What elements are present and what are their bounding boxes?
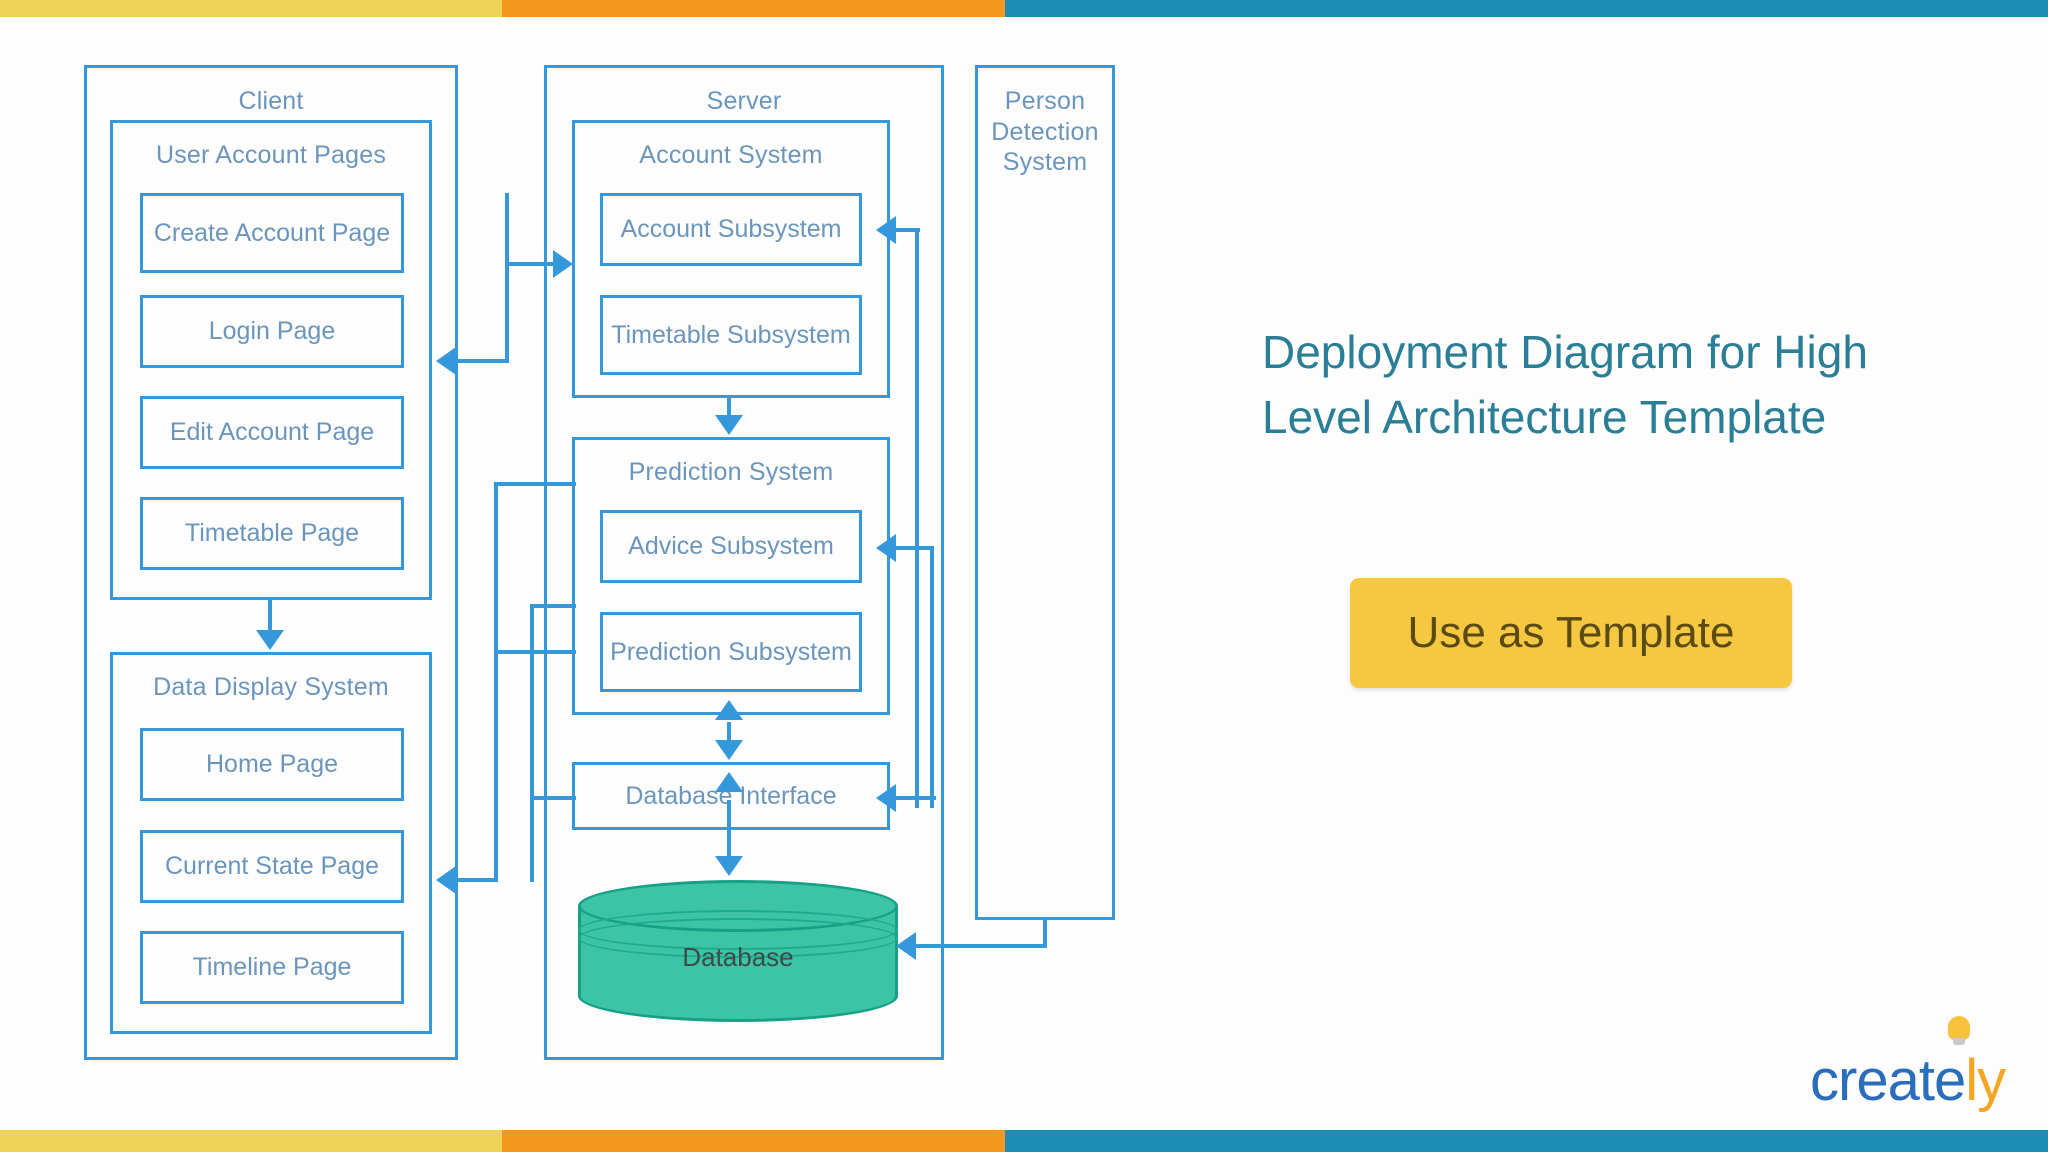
top-color-bar: [0, 0, 2048, 17]
connector-accountpages-to-datadisplay-arrowhead: [256, 630, 284, 650]
prediction-subsystem-label: Prediction Subsystem: [610, 637, 852, 666]
server-node-title: Server: [706, 87, 782, 115]
bottom-bar-segment-yellow: [0, 1130, 502, 1152]
connector-server-to-datadisplay-arrowhead: [436, 866, 456, 894]
home-page-label: Home Page: [205, 750, 339, 779]
connector-server-to-datadisplay-hline-dbi: [494, 650, 576, 654]
database-node[interactable]: Database: [578, 880, 898, 1022]
timetable-subsystem-label: Timetable Subsystem: [611, 320, 851, 349]
prediction-subsystem-item[interactable]: Prediction Subsystem: [600, 612, 862, 692]
connector-pds-to-database-arrowhead: [896, 932, 916, 960]
timetable-subsystem-item[interactable]: Timetable Subsystem: [600, 295, 862, 375]
timetable-page-item[interactable]: Timetable Page: [140, 497, 404, 570]
advice-subsystem-item[interactable]: Advice Subsystem: [600, 510, 862, 583]
connector-prediction-dbinterface-line: [727, 722, 731, 744]
connector-accountsystem-to-client-arrowhead: [436, 347, 456, 375]
use-as-template-button[interactable]: Use as Template: [1350, 578, 1792, 688]
connector-pds-to-advice-hline: [896, 546, 934, 550]
account-system-title: Account System: [639, 141, 823, 169]
account-subsystem-label: Account Subsystem: [620, 215, 842, 244]
connector-pds-to-advice-vline: [930, 546, 934, 808]
connector-dbinterface-database-arrowhead-up: [715, 772, 743, 792]
connector-pds-to-account-vline: [915, 228, 919, 808]
top-bar-segment-blue: [1005, 0, 2048, 17]
login-page-item[interactable]: Login Page: [140, 295, 404, 368]
account-subsystem-item[interactable]: Account Subsystem: [600, 193, 862, 266]
connector-pds-to-account-hline: [896, 228, 920, 232]
prediction-system-title: Prediction System: [628, 458, 834, 486]
create-account-page-label: Create Account Page: [153, 218, 391, 247]
database-label: Database: [682, 942, 794, 972]
connector-dbinterface-database-arrowhead-down: [715, 856, 743, 876]
connector-pds-to-account-arrowhead: [876, 216, 896, 244]
create-account-page-item[interactable]: Create Account Page: [140, 193, 404, 273]
creately-logo[interactable]: creat e ly: [1810, 1016, 2006, 1113]
connector-accountpages-to-datadisplay-line: [268, 600, 272, 633]
person-detection-system-node[interactable]: Person Detection System: [975, 65, 1115, 920]
connector-server-to-datadisplay-hline-out: [456, 878, 498, 882]
top-bar-segment-yellow: [0, 0, 502, 17]
logo-text-ly: ly: [1965, 1048, 2006, 1113]
connector-client-to-accountsystem-hline: [505, 262, 557, 266]
edit-account-page-item[interactable]: Edit Account Page: [140, 396, 404, 469]
connector-pds-to-advice-arrowhead: [876, 534, 896, 562]
connector-accountsystem-to-predictionsystem-line: [727, 398, 731, 420]
connector-dbinterface-feedback-vline: [530, 604, 534, 882]
connector-pds-to-dbinterface-hline: [896, 796, 936, 800]
timeline-page-label: Timeline Page: [192, 953, 352, 982]
connector-pds-to-dbinterface-arrowhead: [876, 784, 896, 812]
edit-account-page-label: Edit Account Page: [169, 418, 375, 447]
logo-text-e: e: [1933, 1048, 1966, 1113]
connector-dbinterface-database-line: [727, 800, 731, 868]
connector-server-to-datadisplay-hline-advice: [494, 482, 576, 486]
connector-accountsystem-to-predictionsystem-arrowhead: [715, 415, 743, 435]
bottom-color-bar: [0, 1130, 2048, 1152]
connector-accountsystem-to-client-hline: [456, 359, 508, 363]
top-bar-segment-orange: [502, 0, 1005, 17]
connector-pds-to-database-hline: [916, 944, 1047, 948]
connector-server-to-datadisplay-vline-outer: [494, 482, 498, 882]
connector-dbinterface-feedback-hline-top: [530, 604, 576, 608]
bottom-bar-segment-blue: [1005, 1130, 2048, 1152]
login-page-label: Login Page: [208, 317, 336, 346]
bottom-bar-segment-orange: [502, 1130, 1005, 1152]
logo-text-create: creat: [1810, 1048, 1935, 1113]
timeline-page-item[interactable]: Timeline Page: [140, 931, 404, 1004]
lightbulb-icon: [1948, 1016, 1970, 1046]
user-account-pages-title: User Account Pages: [155, 141, 387, 169]
timetable-page-label: Timetable Page: [184, 519, 360, 548]
use-as-template-label: Use as Template: [1407, 608, 1735, 657]
client-node-title: Client: [238, 87, 304, 115]
advice-subsystem-label: Advice Subsystem: [628, 532, 834, 561]
connector-prediction-dbinterface-arrowhead-up: [715, 700, 743, 720]
home-page-item[interactable]: Home Page: [140, 728, 404, 801]
data-display-system-title: Data Display System: [153, 673, 389, 701]
connector-dbinterface-feedback-hline-bottom: [530, 796, 576, 800]
connector-pds-to-database-vline: [1043, 918, 1047, 948]
connector-client-to-accountsystem-arrowhead: [553, 250, 573, 278]
current-state-page-label: Current State Page: [164, 852, 379, 881]
connector-client-to-accountsystem-vline: [505, 193, 509, 363]
page-title: Deployment Diagram for High Level Archit…: [1262, 326, 1868, 444]
person-detection-system-title: Person Detection System: [991, 87, 1099, 176]
current-state-page-item[interactable]: Current State Page: [140, 830, 404, 903]
connector-prediction-dbinterface-arrowhead-down: [715, 740, 743, 760]
